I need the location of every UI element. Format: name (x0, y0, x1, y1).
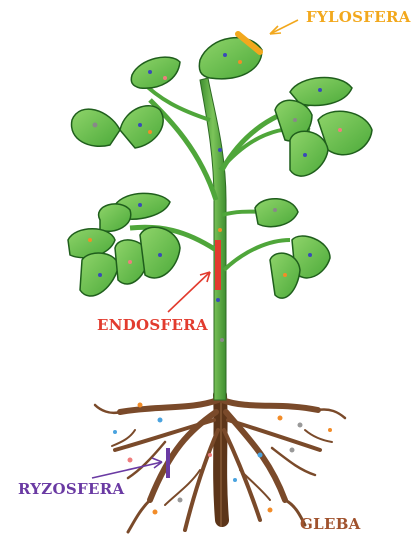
fylosfera-label: FYLOSFERA (306, 8, 411, 26)
gleba-label: GLEBA (300, 515, 361, 533)
ryzosfera-label: RYZOSFERA (18, 480, 124, 498)
root-system (95, 395, 345, 532)
endosfera-label: ENDOSFERA (97, 316, 208, 334)
endosfera-marker (215, 240, 221, 290)
